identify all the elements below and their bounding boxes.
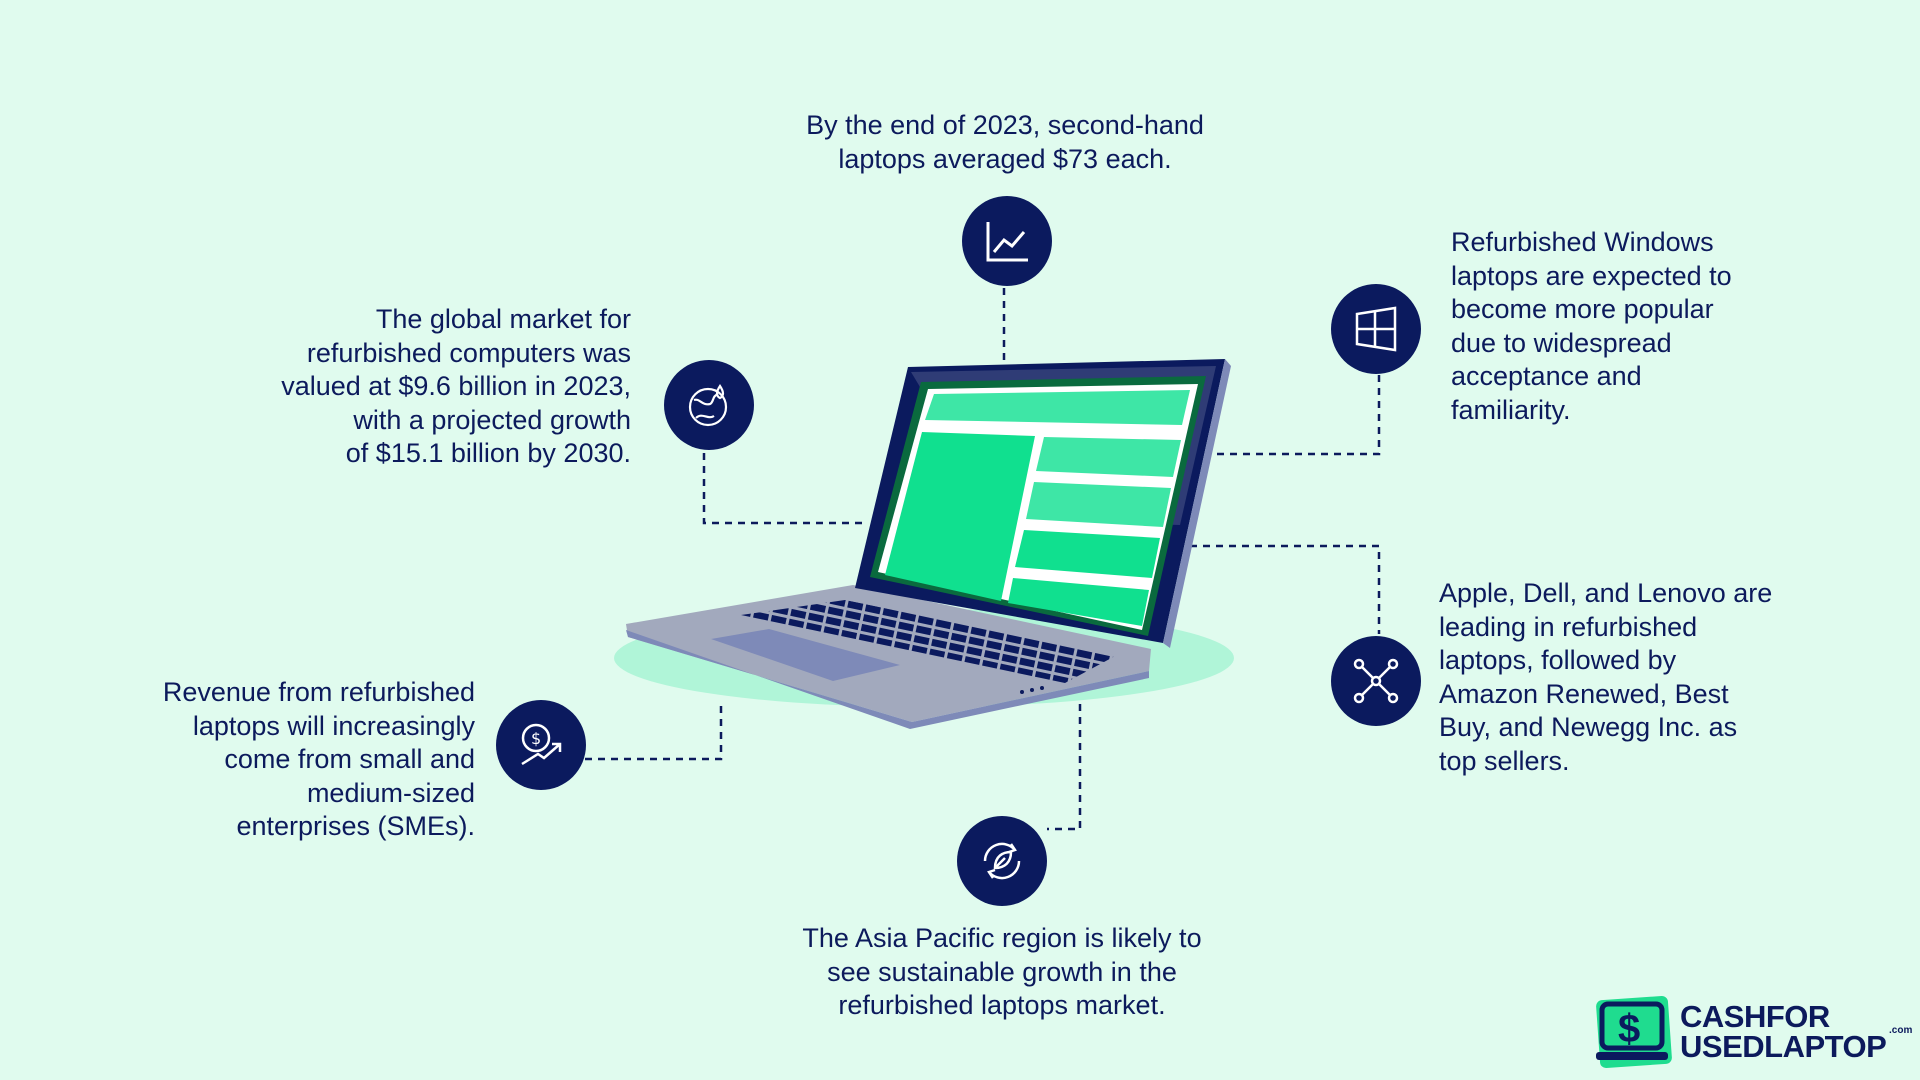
text-line: due to widespread	[1451, 327, 1672, 358]
revenue-growth-icon: $	[496, 700, 586, 790]
text-line: leading in refurbished	[1439, 611, 1698, 642]
network-icon	[1331, 636, 1421, 726]
fact-asia: The Asia Pacific region is likely to see…	[702, 922, 1302, 1023]
logo-suffix: .com	[1889, 1025, 1913, 1036]
fact-market: The global market for refurbished comput…	[200, 303, 631, 471]
text-line: refurbished laptops market.	[838, 990, 1166, 1021]
logo-text-line1: CASHFOR	[1680, 999, 1830, 1034]
text-line: The global market for	[375, 304, 631, 334]
text-line: Buy, and Newegg Inc. as	[1439, 712, 1738, 743]
text-line: laptops averaged $73 each.	[838, 143, 1172, 174]
text-line: see sustainable growth in the	[827, 956, 1177, 987]
logo-mark-icon: $	[1596, 995, 1672, 1069]
fact-revenue: Revenue from refurbished laptops will in…	[75, 676, 475, 844]
text-line: The Asia Pacific region is likely to	[802, 923, 1202, 953]
text-line: enterprises (SMEs).	[236, 811, 475, 842]
svg-text:$: $	[531, 729, 541, 748]
text-line: Revenue from refurbished	[162, 677, 475, 707]
text-line: Refurbished Windows	[1451, 227, 1714, 257]
fact-windows: Refurbished Windows laptops are expected…	[1451, 226, 1871, 428]
globe-icon	[664, 360, 754, 450]
text-line: with a projected growth	[353, 404, 631, 435]
connector-windows	[1212, 375, 1381, 456]
fact-price: By the end of 2023, second-hand laptops …	[705, 109, 1305, 176]
logo-text-line2: USEDLAPTOP	[1680, 1029, 1887, 1064]
text-line: Apple, Dell, and Lenovo are	[1439, 578, 1773, 608]
laptop-base	[626, 585, 1151, 722]
text-line: laptops are expected to	[1451, 260, 1732, 291]
text-line: laptops will increasingly	[192, 710, 475, 741]
text-line: top sellers.	[1439, 745, 1570, 776]
keyboard	[741, 600, 1117, 683]
text-line: By the end of 2023, second-hand	[806, 110, 1204, 140]
connector-market	[702, 453, 866, 525]
connector-brands	[1190, 544, 1381, 634]
text-line: come from small and	[224, 744, 475, 775]
connector-lines	[585, 288, 1381, 831]
text-line: familiarity.	[1451, 394, 1571, 425]
text-line: refurbished computers was	[306, 337, 631, 368]
text-line: become more popular	[1451, 294, 1714, 325]
text-line: valued at $9.6 billion in 2023,	[281, 371, 631, 402]
svg-text:$: $	[1618, 1007, 1640, 1051]
windows-icon	[1331, 284, 1421, 374]
touchpad	[711, 629, 900, 681]
text-line: acceptance and	[1451, 361, 1642, 392]
text-line: Amazon Renewed, Best	[1439, 678, 1729, 709]
connector-asia	[1047, 704, 1082, 831]
text-line: of $15.1 billion by 2030.	[345, 438, 631, 469]
text-line: medium-sized	[306, 777, 475, 808]
fact-brands: Apple, Dell, and Lenovo are leading in r…	[1439, 577, 1899, 779]
recycle-leaf-icon	[957, 816, 1047, 906]
line-chart-icon	[962, 196, 1052, 286]
text-line: laptops, followed by	[1439, 645, 1677, 676]
brand-logo: $ CASHFOR USEDLAPTOP .com	[1592, 992, 1912, 1072]
connector-revenue	[585, 700, 723, 761]
